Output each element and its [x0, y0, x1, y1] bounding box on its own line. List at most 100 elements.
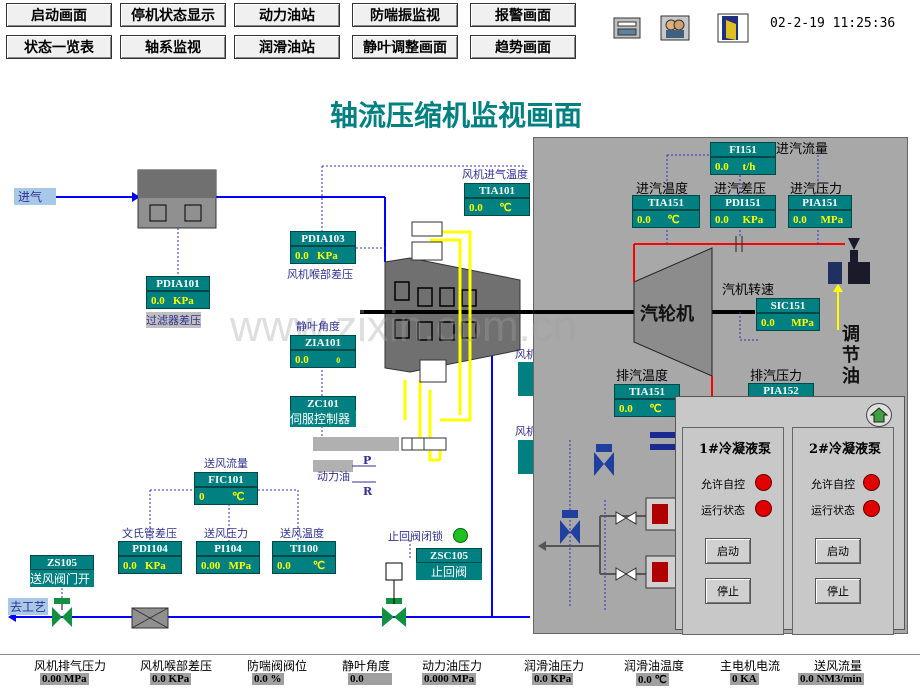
stator-angle-label: 静叶角度: [296, 320, 340, 333]
nav-stator-adjust[interactable]: 静叶调整画面: [352, 35, 458, 59]
pump-2-run-led: [863, 500, 880, 517]
tia151b-value: 0.0 ℃: [614, 399, 680, 417]
blow-temp-label: 送风温度: [280, 527, 324, 540]
page-title: 轴流压缩机监视画面: [330, 99, 583, 132]
exhaust-pressure-label: 排汽压力: [750, 369, 803, 384]
nav-trend[interactable]: 趋势画面: [470, 35, 576, 59]
bottom-label-1: 风机喉部差压: [140, 659, 213, 673]
bottom-value-8: 0.0 NM3/min: [798, 673, 864, 685]
pia151-tag: PIA151: [788, 195, 852, 210]
fic101-value: 0 ℃: [194, 487, 258, 505]
pdi104-tag: PDI104: [118, 541, 182, 556]
datetime: 02-2-19 11:25:36: [770, 16, 896, 31]
nav-anti-surge[interactable]: 防喘振监视: [352, 3, 458, 27]
bottom-label-0: 风机排气压力: [34, 659, 107, 673]
fi151-value: 0.0 t/h: [710, 157, 776, 175]
turbine-speed-label: 汽机转速: [722, 283, 775, 298]
ti100-tag: TI100: [272, 541, 336, 556]
p-label: P: [363, 454, 372, 467]
servo-label: 伺服控制器: [290, 410, 356, 427]
pump-1-stop-button[interactable]: 停止: [705, 578, 751, 604]
pdia103-value: 0.0 KPa: [290, 246, 356, 264]
bottom-value-6: 0.0 ℃: [636, 673, 669, 686]
venturi-dp-label: 文氏管差压: [122, 527, 177, 540]
bottom-label-2: 防喘阀阀位: [247, 659, 308, 673]
nav-startup[interactable]: 启动画面: [6, 3, 112, 27]
control-valve-1-icon: [594, 444, 614, 476]
fic101-tag: FIC101: [194, 472, 258, 487]
nav-lube-oil[interactable]: 润滑油站: [234, 35, 340, 59]
nav-power-oil[interactable]: 动力油站: [234, 3, 340, 27]
fi151-tag: FI151: [710, 142, 776, 157]
pump-2-start-button[interactable]: 启动: [815, 538, 861, 564]
bottom-label-3: 静叶角度: [342, 659, 391, 673]
inlet-label: 进气: [14, 188, 57, 205]
pump-1-start-button[interactable]: 启动: [705, 538, 751, 564]
fan-throat-dp-label: 风机喉部差压: [287, 268, 353, 281]
nav-alarm[interactable]: 报警画面: [470, 3, 576, 27]
pump-1-box: 1#冷凝液泵 允许自控 运行状态 启动 停止: [682, 427, 784, 635]
pdia103-tag: PDIA103: [290, 231, 356, 246]
bottom-label-4: 动力油压力: [422, 659, 483, 673]
bottom-value-3: 0.0: [348, 673, 392, 685]
pump-2-allow-label: 允许自控: [811, 478, 855, 491]
pump-1-allow-label: 允许自控: [701, 478, 745, 491]
check-valve-label: 止回阀: [416, 563, 482, 580]
tia151b-tag: TIA151: [614, 384, 680, 399]
home-icon[interactable]: [866, 403, 892, 427]
pump-motor-2-icon: [645, 555, 677, 589]
control-valve-2-icon: [560, 510, 580, 544]
pdi151-tag: PDI151: [710, 195, 776, 210]
valve-zs105-icon: [52, 598, 72, 627]
nav-shaft[interactable]: 轴系监视: [120, 35, 226, 59]
steam-temp-label: 进汽温度: [636, 182, 689, 197]
zc101-tag: ZC101: [290, 396, 356, 411]
pump-motor-1-icon: [645, 497, 677, 531]
power-oil-label: 动力油: [317, 470, 350, 483]
valve-zsc105-icon: [382, 562, 406, 627]
turbine-label: 汽轮机: [640, 304, 694, 325]
check-lock-indicator: [453, 528, 468, 543]
steam-dp-label: 进汽差压: [714, 182, 767, 197]
zia101-tag: ZIA101: [290, 335, 356, 350]
blow-pressure-label: 送风压力: [204, 527, 248, 540]
pdi151-value: 0.0 KPa: [710, 210, 776, 228]
exit-door-icon[interactable]: [716, 12, 750, 44]
r-label: R: [363, 485, 373, 498]
users-icon[interactable]: [660, 14, 690, 42]
filter-dp-label: 过滤器差压: [146, 312, 201, 328]
pia152-tag: PIA152: [748, 383, 814, 398]
check-lock-label: 止回阀闭锁: [388, 530, 443, 543]
fan-label-partial-2: 风机: [515, 425, 533, 438]
flow-label: 送风流量: [204, 457, 248, 470]
bottom-value-5: 0.0 KPa: [532, 673, 574, 685]
bottom-value-0: 0.00 MPa: [40, 673, 89, 685]
bottom-value-4: 0.000 MPa: [422, 673, 477, 685]
pump-1-run-label: 运行状态: [701, 504, 745, 517]
outlet-label: 去工艺: [8, 598, 49, 615]
pump-1-allow-led: [755, 474, 772, 491]
bottom-value-7: 0 KA: [730, 673, 759, 685]
pump-2-allow-led: [863, 474, 880, 491]
pia151-value: 0.0 MPa: [788, 210, 852, 228]
partial-tag-1: [518, 362, 533, 396]
pump-2-box: 2#冷凝液泵 允许自控 运行状态 启动 停止: [792, 427, 894, 635]
pump-2-stop-button[interactable]: 停止: [815, 578, 861, 604]
pump-1-run-led: [755, 500, 772, 517]
zia101-value: 0.0 0: [290, 350, 356, 368]
bottom-label-6: 润滑油温度: [624, 659, 685, 673]
pump-1-title: 1#冷凝液泵: [699, 442, 771, 457]
fan-inlet-temp-label: 风机进气温度: [462, 168, 528, 181]
pdi104-value: 0.0 KPa: [118, 556, 182, 574]
exhaust-temp-label: 排汽温度: [616, 369, 669, 384]
nav-shutdown-status[interactable]: 停机状态显示: [120, 3, 226, 27]
nav-status-list[interactable]: 状态一览表: [6, 35, 112, 59]
pi104-value: 0.00 MPa: [196, 556, 260, 574]
tia151-value: 0.0 ℃: [632, 210, 700, 228]
ti100-value: 0.0 ℃: [272, 556, 336, 574]
printer-icon[interactable]: [612, 14, 642, 42]
fan-label-partial-1: 风机: [515, 348, 533, 361]
pi104-tag: PI104: [196, 541, 260, 556]
zsc105-tag: ZSC105: [416, 548, 482, 563]
pdia101-tag: PDIA101: [146, 276, 210, 291]
